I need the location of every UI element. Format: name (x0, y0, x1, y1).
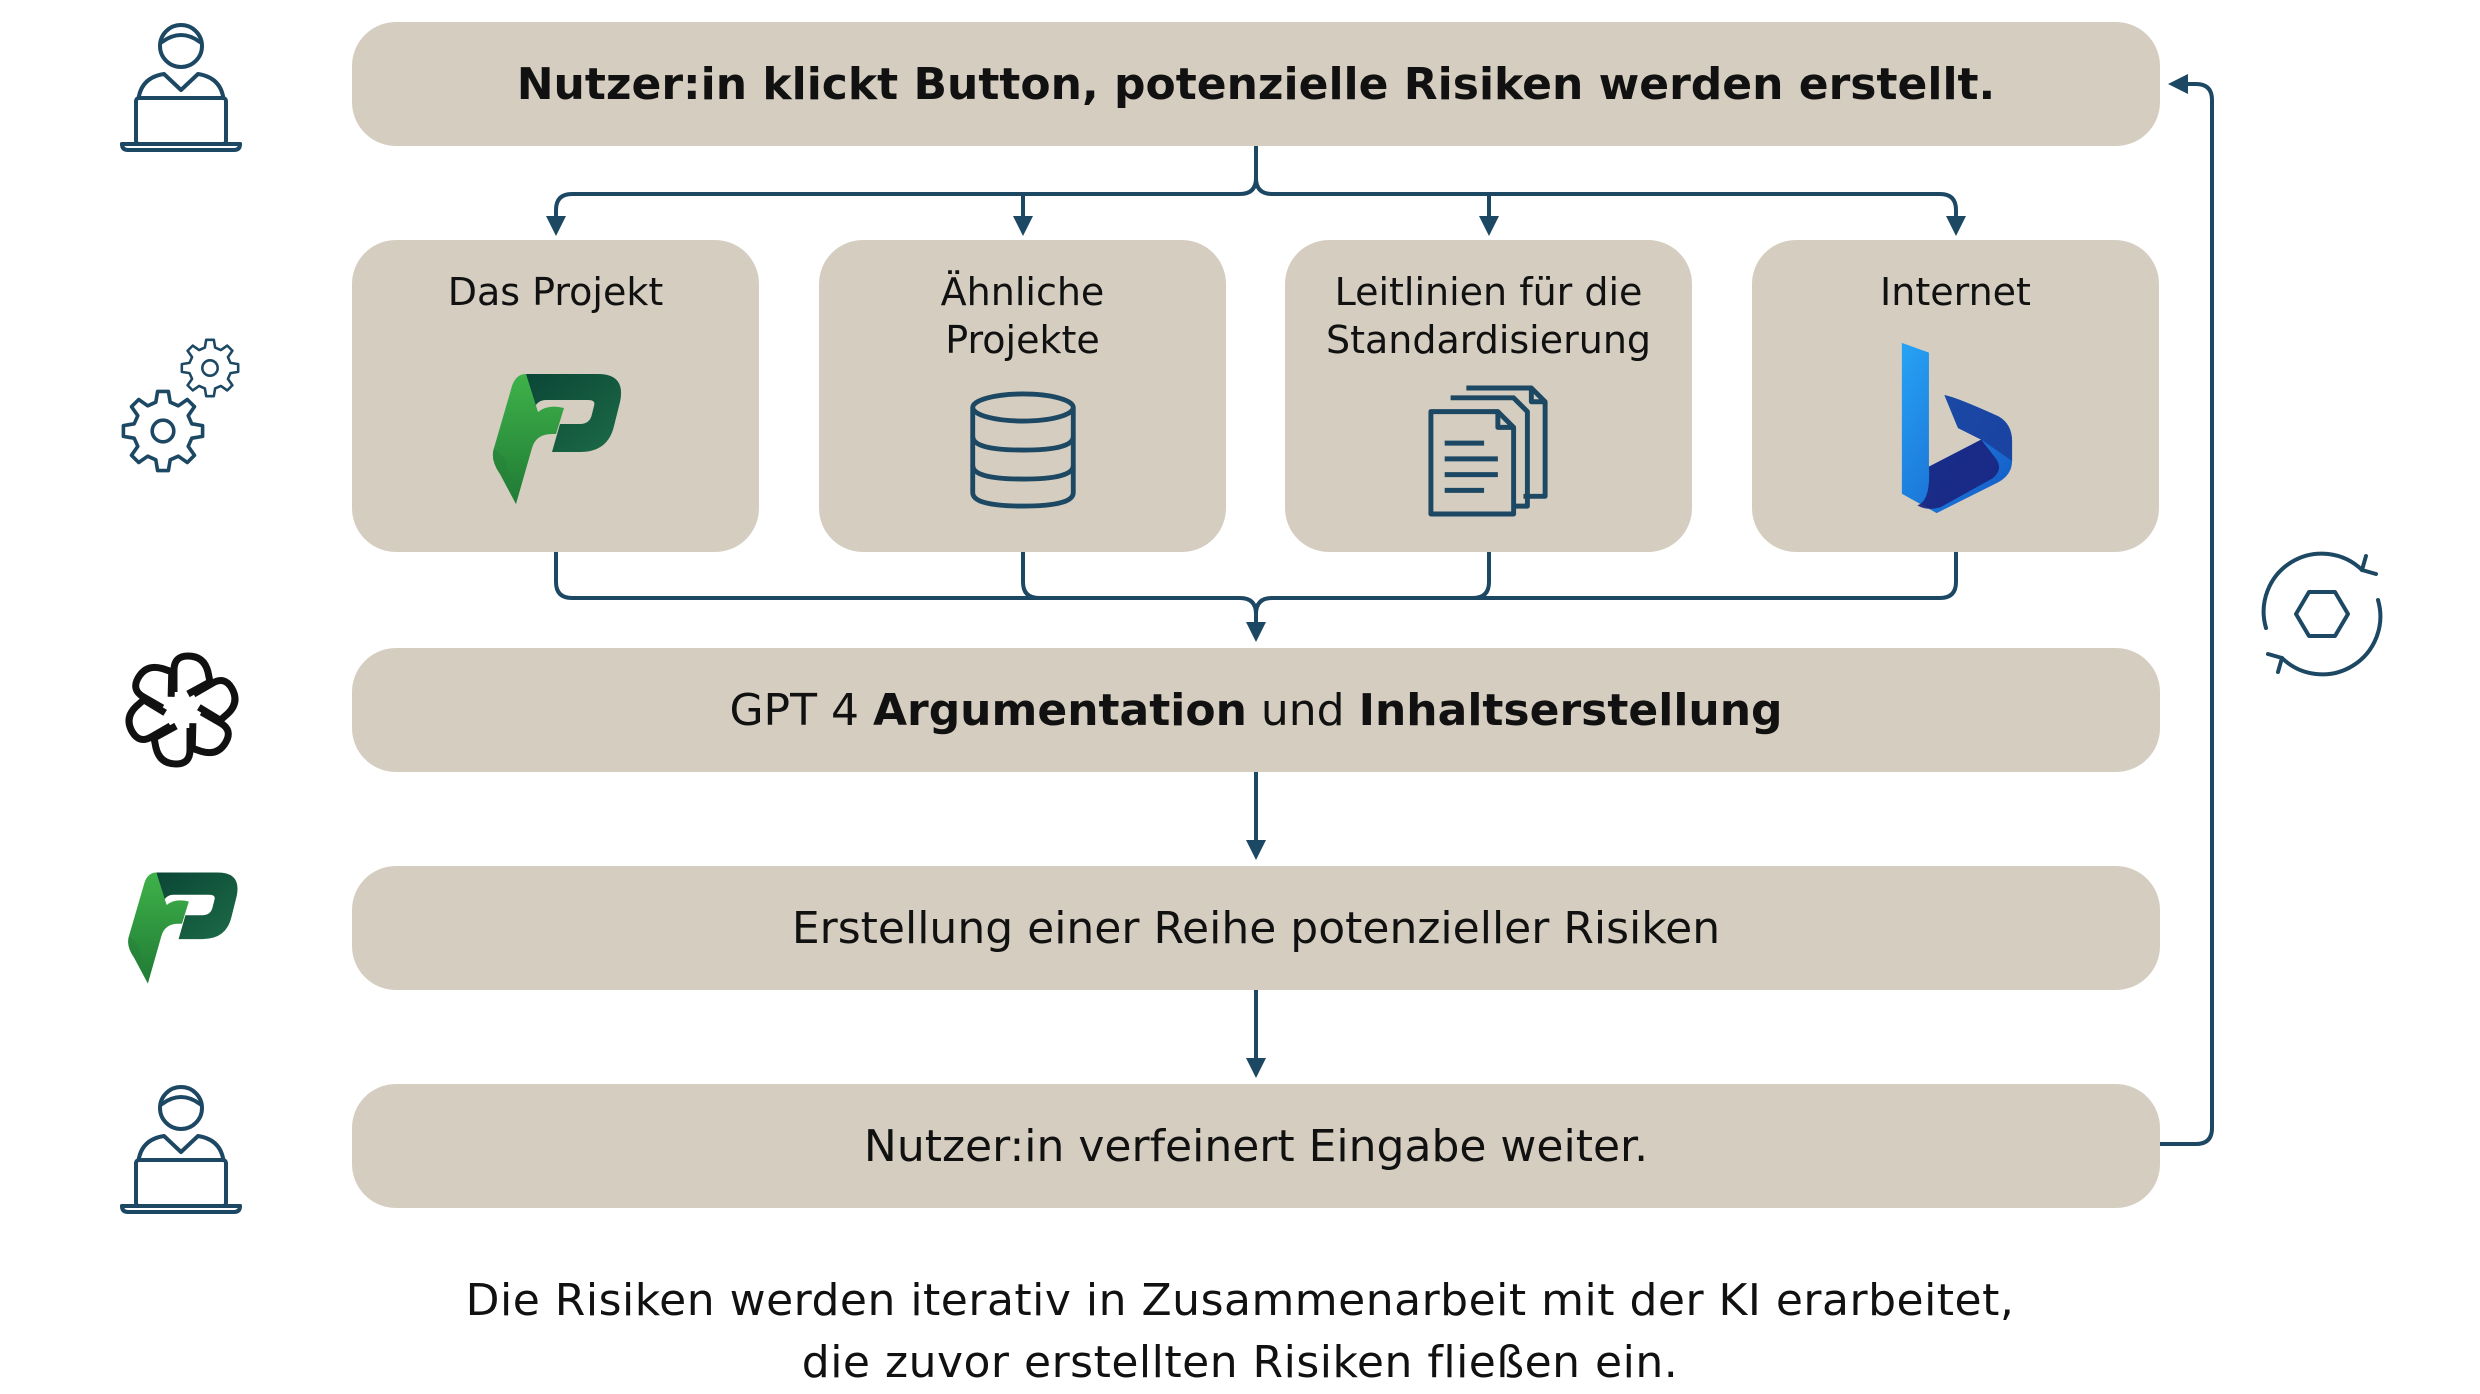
openai-logo-icon (122, 650, 242, 770)
source-label: Das Projekt (447, 270, 664, 314)
bing-logo-icon (1898, 340, 2014, 516)
source-box-similar-projects: Ähnliche Projekte (819, 240, 1226, 552)
gears-icon (121, 338, 240, 473)
merge-connector (1472, 552, 1491, 600)
step-user-refine-label: Nutzer:in verfeinert Eingabe weiter. (863, 1120, 1649, 1172)
caption: Die Risiken werden iterativ in Zusammena… (0, 1270, 2480, 1394)
copilot-logo-icon (486, 364, 626, 514)
branch-connector (546, 177, 1258, 236)
gpt4-and: und (1246, 684, 1359, 736)
merge-connector (1021, 552, 1040, 600)
caption-line-1: Die Risiken werden iterativ in Zusammena… (465, 1275, 2015, 1326)
database-icon (965, 388, 1081, 514)
step-user-refine: Nutzer:in verfeinert Eingabe weiter. (352, 1084, 2160, 1208)
documents-icon (1425, 382, 1553, 520)
gpt4-reasoning: Argumentation (872, 684, 1247, 736)
source-box-internet: Internet (1752, 240, 2159, 552)
step-gpt4-label: GPT 4 Argumentation und Inhaltserstellun… (729, 685, 1782, 736)
caption-line-2: die zuvor erstellten Risiken fließen ein… (801, 1337, 1679, 1388)
source-label: Ähnliche Projekte (940, 270, 1105, 362)
step-user-click-label: Nutzer:in klickt Button, potenzielle Ris… (516, 58, 1996, 110)
refresh-cycle-icon (2261, 551, 2383, 677)
feedback-loop-connector (2160, 74, 2214, 1146)
gpt4-prefix: GPT 4 (729, 684, 873, 736)
merge-connector (554, 552, 1266, 642)
source-box-guidelines: Leitlinien für die Standardisierung (1285, 240, 1692, 552)
copilot-logo-icon (122, 864, 242, 992)
source-label: Internet (1880, 270, 2031, 314)
gpt4-content-creation: Inhaltserstellung (1358, 684, 1783, 736)
user-laptop-icon (116, 1076, 246, 1216)
user-laptop-icon (116, 14, 246, 154)
merge-connector (1254, 552, 1958, 615)
step-risk-generation: Erstellung einer Reihe potenzieller Risi… (352, 866, 2160, 990)
step-user-click: Nutzer:in klickt Button, potenzielle Ris… (352, 22, 2160, 146)
source-label: Leitlinien für die Standardisierung (1325, 270, 1652, 362)
branch-connector (1254, 146, 1966, 236)
step-gpt4: GPT 4 Argumentation und Inhaltserstellun… (352, 648, 2160, 772)
source-box-project: Das Projekt (352, 240, 759, 552)
step-risk-generation-label: Erstellung einer Reihe potenzieller Risi… (791, 902, 1721, 954)
